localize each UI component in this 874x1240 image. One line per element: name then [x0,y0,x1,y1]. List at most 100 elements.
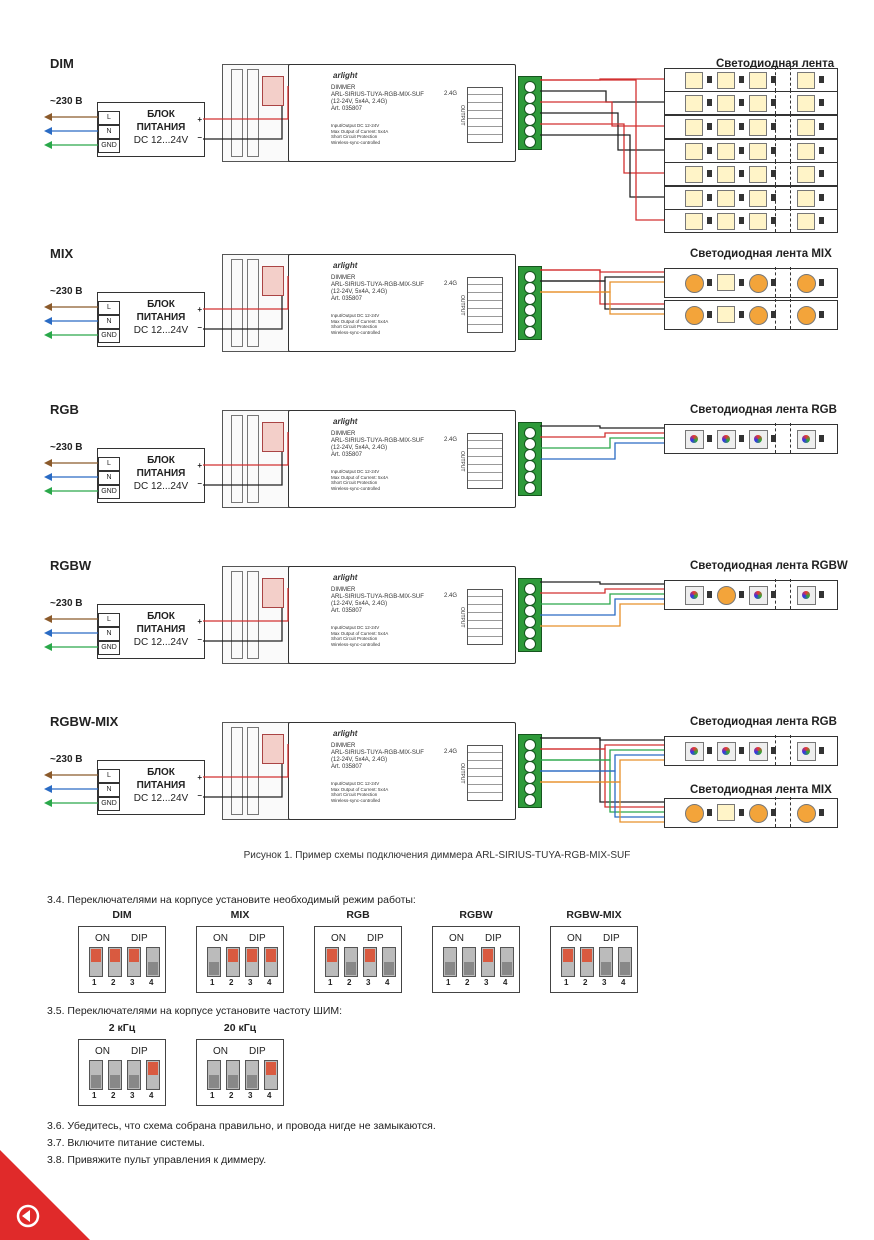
psu-label-voltage: DC 12...24V [133,637,189,648]
strip-wire [540,748,664,808]
dip-lever-1[interactable] [207,1060,221,1090]
dip-lever-number: 3 [130,978,135,987]
dimmer-dip-switch[interactable] [262,734,284,764]
dimmer-output-label: OUTPUT [459,295,465,316]
led-chip [685,306,704,325]
led-resistor [819,809,824,816]
dip-lever-1[interactable] [207,947,221,977]
dip-lever-1[interactable] [561,947,575,977]
strip-wire [540,281,664,293]
dip-lever-4[interactable] [618,947,632,977]
dip-lever-knob [228,1075,238,1088]
led-chip [749,95,767,112]
led-resistor [819,217,824,224]
dip-lever-4[interactable] [264,947,278,977]
led-strip [664,423,838,454]
dip-lever-1[interactable] [89,947,103,977]
dimmer-freq: 2.4G [444,437,458,443]
switch-dip-label: DIP [603,933,620,944]
dip-lever-3[interactable] [245,947,259,977]
led-chip [797,586,816,605]
dip-lever-knob [346,962,356,975]
dimmer-param-line: Wireless-sync-controlled [331,641,381,647]
strip-cut-mark [775,267,791,297]
dip-lever-2[interactable] [108,947,122,977]
dimmer-brand: arlight [333,729,358,738]
led-chip [717,213,735,230]
dip-lever-1[interactable] [89,1060,103,1090]
led-resistor [707,123,712,130]
dip-lever-2[interactable] [226,1060,240,1090]
led-resistor [771,591,776,598]
dip-lever-2[interactable] [580,947,594,977]
psu-label-power: ПИТАНИЯ [136,312,186,323]
dimmer-dip-switch[interactable] [262,76,284,106]
output-terminal-block [518,422,542,496]
wire-arrow [44,141,52,149]
switch-on-label: ON [95,933,110,944]
strip-wire [540,101,664,127]
dimmer-name: DIMMER [331,587,356,593]
led-resistor [771,809,776,816]
dip-lever-1[interactable] [325,947,339,977]
dip-lever-3[interactable] [599,947,613,977]
dip-lever-3[interactable] [481,947,495,977]
led-chip [749,119,767,136]
led-resistor [739,809,744,816]
dimmer-param-line: Input/Output DC 12-24V [331,123,380,128]
dip-lever-3[interactable] [127,1060,141,1090]
dip-lever-3[interactable] [245,1060,259,1090]
output-terminal-screw [524,326,536,338]
dip-lever-1[interactable] [443,947,457,977]
dip-lever-2[interactable] [462,947,476,977]
dip-lever-2[interactable] [226,947,240,977]
dip-lever-3[interactable] [127,947,141,977]
led-resistor [739,194,744,201]
led-strip [664,797,838,828]
dimmer-dip-switch[interactable] [262,422,284,452]
led-chip [685,72,703,89]
switch-dip-label: DIP [485,933,502,944]
led-resistor [707,279,712,286]
dip-lever-knob [148,962,158,975]
dip-lever-2[interactable] [344,947,358,977]
dip-lever-number: 3 [130,1091,135,1100]
dimmer-param-line: Input/Output DC 12-24V [331,781,380,786]
dimmer-dip-switch[interactable] [262,266,284,296]
dip-lever-4[interactable] [382,947,396,977]
dip-lever-4[interactable] [146,947,160,977]
mains-voltage-label: ~230 В [50,286,83,297]
led-chip [717,119,735,136]
psu-label-power: ПИТАНИЯ [136,122,186,133]
dip-lever-4[interactable] [500,947,514,977]
section-title-rgb: RGB [50,402,79,417]
dip-lever-knob [91,949,101,962]
strip-wire [540,759,664,783]
dimmer-dip-switch[interactable] [262,578,284,608]
switch-dip-label: DIP [131,933,148,944]
output-terminal-block [518,734,542,808]
freq-switch-0-title: 2 кГц [108,1022,136,1034]
dip-lever-2[interactable] [108,1060,122,1090]
dip-lever-knob [601,962,611,975]
strip-wire [540,759,664,813]
led-resistor [819,747,824,754]
dip-lever-4[interactable] [264,1060,278,1090]
switch-on-label: ON [567,933,582,944]
strip-cut-mark [775,185,791,209]
dip-lever-4[interactable] [146,1060,160,1090]
dip-lever-knob [327,949,337,962]
dip-lever-knob [266,1062,276,1075]
psu-terminal-n: N [98,315,120,329]
dip-lever-3[interactable] [363,947,377,977]
dimmer-output-label: OUTPUT [459,763,465,784]
